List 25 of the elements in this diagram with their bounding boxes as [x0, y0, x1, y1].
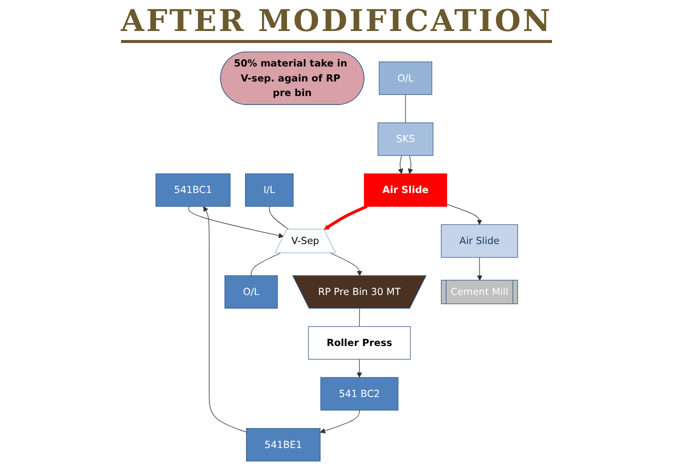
arrow — [476, 257, 482, 281]
arrow — [188, 206, 284, 238]
node-box: 541BE1 — [246, 428, 320, 462]
arrow — [324, 205, 368, 230]
arrow — [330, 252, 362, 276]
node-box: I/L — [244, 173, 294, 207]
node-box: SKS — [377, 122, 434, 156]
connector — [358, 308, 360, 327]
arrow — [202, 206, 246, 432]
arrow — [408, 155, 413, 174]
node-box: Air Slide — [364, 173, 447, 207]
node-box: 541 BC2 — [320, 377, 398, 410]
connector — [404, 94, 406, 124]
node-box: Air Slide — [440, 224, 518, 258]
arrow — [398, 155, 403, 174]
arrow — [446, 204, 482, 225]
diagram-title: AFTER MODIFICATION — [120, 4, 552, 43]
node-box: O/L — [378, 62, 432, 95]
connector — [268, 206, 289, 230]
node-box: O/L — [224, 275, 278, 309]
node-box: Roller Press — [308, 326, 410, 360]
node-box: 541BC1 — [155, 173, 230, 207]
arrow — [356, 358, 362, 378]
connector — [250, 252, 280, 276]
arrow — [320, 410, 360, 434]
